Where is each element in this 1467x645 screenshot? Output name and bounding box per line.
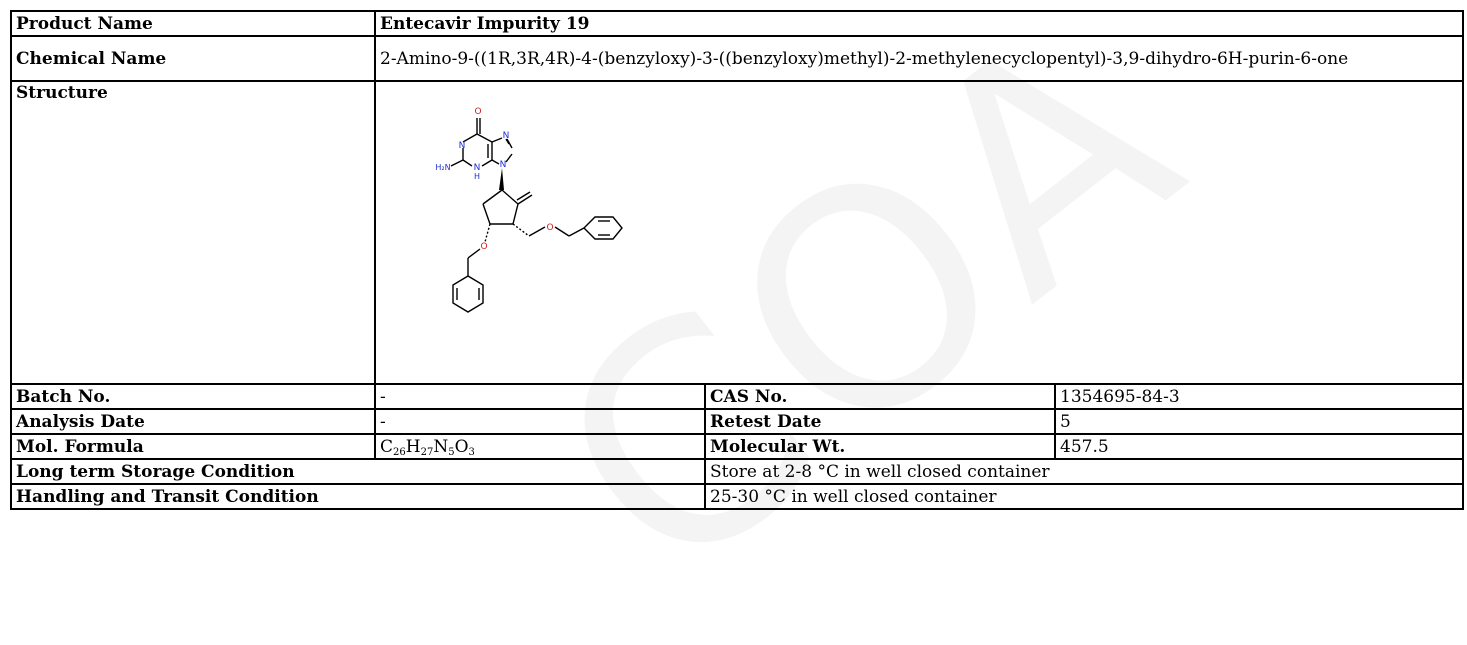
chemical-name-value: 2-Amino-9-((1R,3R,4R)-4-(benzyloxy)-3-((… xyxy=(373,35,1465,82)
analysis-date-value: - xyxy=(374,408,706,435)
structure-atom-labels: O N N N N H H₂N O O xyxy=(435,107,553,252)
atom-n3-h: H xyxy=(474,172,480,181)
mol-formula-value: C26H27N5O3 xyxy=(374,433,706,460)
row-batch: Batch No. - CAS No. 1354695-84-3 xyxy=(10,383,1465,410)
batch-value: - xyxy=(374,383,706,410)
cas-label: CAS No. xyxy=(704,383,1056,410)
retest-date-value: 5 xyxy=(1053,408,1465,435)
structure-diagram: O N N N N H H₂N O O xyxy=(435,107,623,313)
storage-label: Long term Storage Condition xyxy=(10,458,706,485)
atom-nh2: H₂N xyxy=(435,163,450,172)
coa-table: Product Name Entecavir Impurity 19 Chemi… xyxy=(10,10,1465,510)
batch-label: Batch No. xyxy=(10,383,376,410)
structure-bonds xyxy=(450,118,623,313)
product-name-value: Entecavir Impurity 19 xyxy=(373,10,1465,37)
chemical-name-label: Chemical Name xyxy=(10,35,376,82)
row-analysis: Analysis Date - Retest Date 5 xyxy=(10,408,1465,435)
atom-o-carbonyl: O xyxy=(474,107,481,117)
analysis-date-label: Analysis Date xyxy=(10,408,376,435)
molecular-wt-label: Molecular Wt. xyxy=(704,433,1056,460)
row-handling: Handling and Transit Condition 25-30 °C … xyxy=(10,483,1465,510)
atom-n7: N xyxy=(503,131,510,141)
atom-n3: N xyxy=(474,163,481,173)
cas-value: 1354695-84-3 xyxy=(1053,383,1465,410)
structure-cell: O N N N N H H₂N O O xyxy=(373,80,1465,385)
atom-n9: N xyxy=(500,160,507,170)
row-structure: Structure xyxy=(10,80,1465,385)
row-chemical-name: Chemical Name 2-Amino-9-((1R,3R,4R)-4-(b… xyxy=(10,35,1465,82)
molecular-wt-value: 457.5 xyxy=(1053,433,1465,460)
row-product-name: Product Name Entecavir Impurity 19 xyxy=(10,10,1465,37)
row-formula: Mol. Formula C26H27N5O3 Molecular Wt. 45… xyxy=(10,433,1465,460)
retest-date-label: Retest Date xyxy=(704,408,1056,435)
handling-value: 25-30 °C in well closed container xyxy=(703,483,1465,510)
structure-label: Structure xyxy=(10,80,376,385)
atom-o-ether2: O xyxy=(480,242,487,252)
atom-o-ether1: O xyxy=(546,223,553,233)
storage-value: Store at 2-8 °C in well closed container xyxy=(703,458,1465,485)
mol-formula-label: Mol. Formula xyxy=(10,433,376,460)
atom-n1: N xyxy=(459,141,466,151)
handling-label: Handling and Transit Condition xyxy=(10,483,706,510)
product-name-label: Product Name xyxy=(10,10,376,37)
row-storage: Long term Storage Condition Store at 2-8… xyxy=(10,458,1465,485)
